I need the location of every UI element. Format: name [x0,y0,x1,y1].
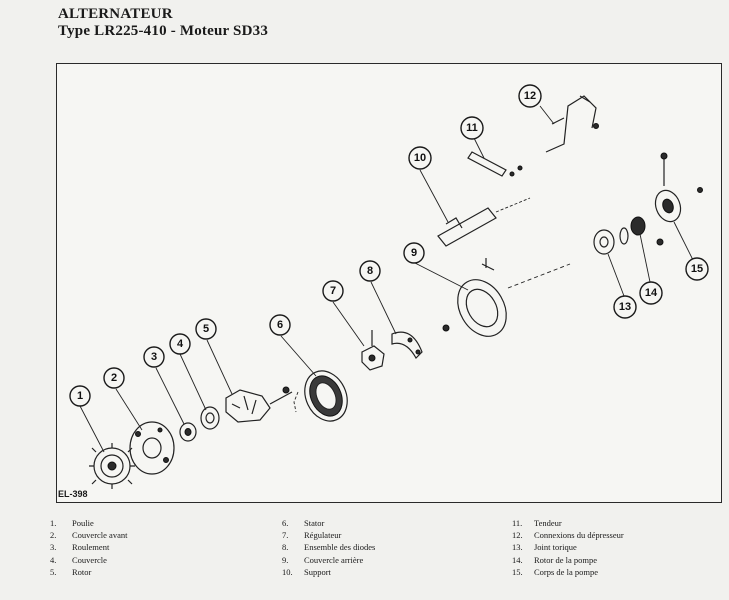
legend-column-3: 11. Tendeur 12. Connexions du dépresseur 1… [512,517,624,578]
part-bearing [179,422,197,442]
callout-8: 8 [359,260,381,282]
legend-number: 1. [50,518,57,528]
callout-label: 15 [691,263,703,275]
legend-label: Poulie [72,518,94,528]
legend-number: 4. [50,554,57,565]
legend-label: Couvercle avant [72,530,128,541]
callout-7: 7 [322,280,344,302]
callout-label: 10 [414,152,426,164]
part-depressor-connections [545,95,599,153]
legend-label: Rotor de la pompe [534,554,598,565]
callout-3: 3 [143,346,165,368]
legend-item: 3. Roulement [50,541,127,553]
legend-item: 10. Support [282,566,375,578]
diagram-title: ALTERNATEUR Type LR225-410 - Moteur SD33 [58,6,268,40]
legend-item: 8. Ensemble des diodes [282,541,375,553]
callout-label: 4 [177,338,184,350]
legend-number: 8. [282,542,289,553]
callout-label: 5 [203,323,209,335]
callout-11: 11 [460,116,484,140]
part-front-cover [129,421,175,475]
legend-item: 7. Régulateur [282,529,375,541]
legend-label: Couvercle arrière [304,554,364,565]
legend-number: 10. [282,566,293,577]
part-rear-cover [442,258,571,337]
legend-item: 9. Couvercle arrière [282,554,375,566]
part-pump-rotor [630,216,664,246]
legend-number: 7. [282,530,289,541]
legend-label: Joint torique [534,542,577,553]
callout-1: 1 [69,385,91,407]
callout-label: 12 [524,90,536,102]
callout-10: 10 [408,146,432,170]
callout-4: 4 [169,333,191,355]
callout-label: 3 [151,351,157,363]
subtitle-line: Type LR225-410 - Moteur SD33 [58,23,269,39]
legend-number: 15. [512,566,523,577]
legend-number: 3. [50,542,57,553]
title-line: ALTERNATEUR [58,6,173,22]
legend-item: 2. Couvercle avant [50,529,127,541]
part-diode-assembly [391,331,423,359]
callout-label: 14 [645,287,658,299]
callout-label: 6 [277,319,283,331]
legend-label: Roulement [72,542,110,553]
part-regulator [361,330,385,371]
callout-label: 11 [466,122,478,134]
legend-column-2: 6. Stator 7. Régulateur 8. Ensemble des dio… [282,517,375,578]
legend-label: Rotor [72,566,92,577]
legend-label: Régulateur [304,530,342,541]
legend-item: 12. Connexions du dépresseur [512,529,624,541]
legend-item: 5. Rotor [50,566,127,578]
legend-item: 13. Joint torique [512,541,624,553]
legend-item: 15. Corps de la pompe [512,566,624,578]
callout-label: 7 [330,285,336,297]
legend-item: 1. Poulie [50,517,127,529]
part-pulley [89,443,135,489]
legend-item: 11. Tendeur [512,517,624,529]
legend-item: 6. Stator [282,517,375,529]
callout-label: 8 [367,265,373,277]
legend-label: Tendeur [534,518,562,528]
callout-6: 6 [269,314,291,336]
callout-label: 13 [619,301,631,313]
legend-column-1: 1. Poulie 2. Couvercle avant 3. Roulement 4… [50,517,127,578]
legend-number: 12. [512,530,523,541]
legend-label: Ensemble des diodes [304,542,376,553]
part-pump-body [654,152,703,223]
legend-number: 11. [512,518,523,528]
callout-12: 12 [518,84,542,108]
callout-2: 2 [103,367,125,389]
callout-15: 15 [685,257,709,281]
part-cover [200,406,220,430]
legend-label: Corps de la pompe [534,566,598,577]
callout-13: 13 [613,295,637,319]
legend-label: Stator [304,518,325,528]
callout-label: 1 [77,390,83,402]
legend-label: Support [304,566,331,577]
figure-id: EL-398 [58,489,88,499]
legend-item: 4. Couvercle [50,554,127,566]
part-o-ring [593,227,629,255]
part-tensioner [467,151,523,177]
callout-9: 9 [403,242,425,264]
legend-number: 5. [50,566,57,577]
callout-label: 2 [111,372,117,384]
legend-number: 2. [50,530,57,541]
legend-label: Couvercle [72,554,107,565]
part-bracket [437,197,531,247]
part-rotor [225,386,293,423]
callout-14: 14 [639,281,663,305]
callout-5: 5 [195,318,217,340]
legend-number: 9. [282,554,289,565]
legend-label: Connexions du dépresseur [534,530,624,541]
legend-item: 14. Rotor de la pompe [512,554,624,566]
callout-label: 9 [411,247,417,259]
part-stator [293,370,348,422]
legend-number: 14. [512,554,523,565]
callout-leaders [79,105,696,453]
legend-number: 13. [512,542,523,553]
legend-number: 6. [282,518,289,528]
